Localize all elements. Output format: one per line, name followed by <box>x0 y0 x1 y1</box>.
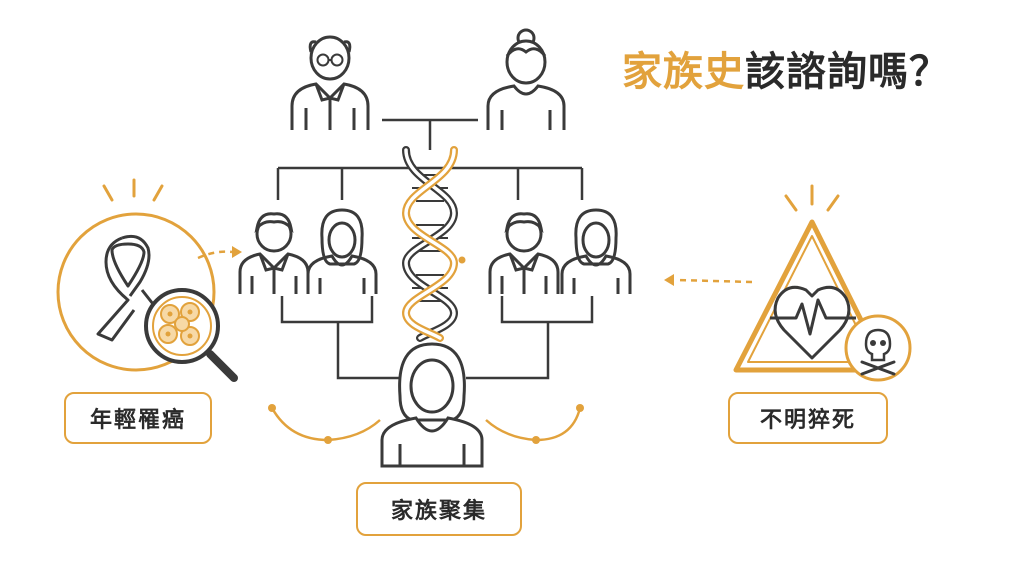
parent-man-left-icon <box>238 212 310 296</box>
sudden-death-illustration <box>664 184 912 382</box>
magnifier-cells-icon <box>144 288 238 382</box>
grandmother-icon <box>486 28 566 130</box>
grandfather-icon <box>290 35 370 130</box>
page-title: 家族史該諮詢嗎？ <box>622 44 950 100</box>
title-highlight: 家族史 <box>622 49 745 95</box>
title-rest: 該諮詢嗎？ <box>745 49 950 95</box>
connector-dots <box>268 404 584 444</box>
label-early-cancer: 年輕罹癌 <box>64 392 212 444</box>
early-cancer-illustration <box>56 178 242 382</box>
skull-crossbones-icon <box>844 314 912 382</box>
label-sudden-death: 不明猝死 <box>728 392 888 444</box>
heartbeat-icon <box>770 285 856 360</box>
parent-man-right-icon <box>488 212 560 296</box>
parent-woman-left-icon <box>306 208 378 296</box>
dna-helix-icon <box>401 146 466 342</box>
label-family-cluster: 家族聚集 <box>356 482 522 536</box>
central-woman-icon <box>380 342 484 468</box>
parent-woman-right-icon <box>560 208 632 296</box>
family-tree-lines <box>276 118 594 380</box>
